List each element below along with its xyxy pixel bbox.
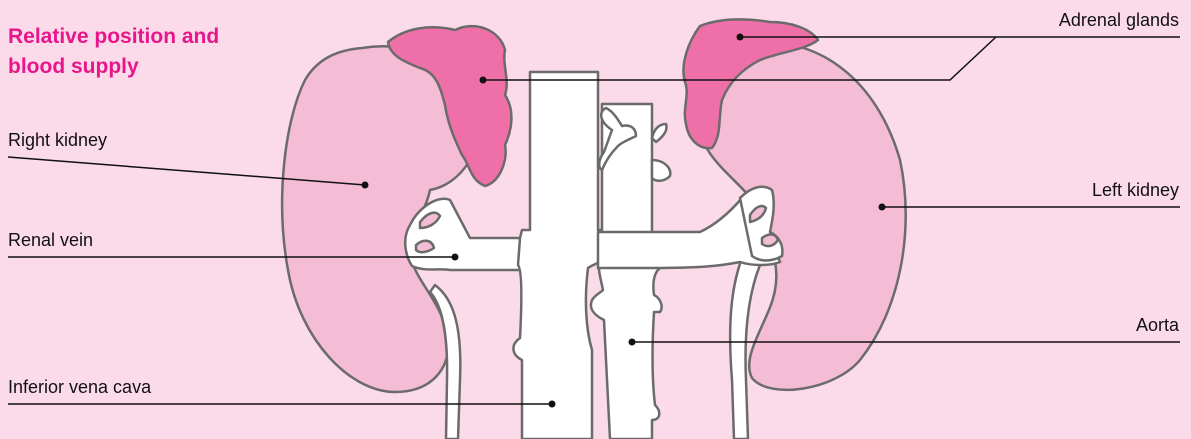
label-left-kidney: Left kidney bbox=[1092, 179, 1179, 201]
left-hilum-inner-2 bbox=[762, 234, 778, 246]
dot-renal-vein bbox=[452, 254, 459, 261]
dot-left-adrenal bbox=[737, 34, 744, 41]
right-hilum-inner-2 bbox=[416, 241, 434, 252]
dot-right-adrenal bbox=[480, 77, 487, 84]
dot-left-kidney bbox=[879, 204, 886, 211]
aorta-side-branch bbox=[652, 160, 670, 181]
label-adrenal-glands: Adrenal glands bbox=[1059, 9, 1179, 31]
dot-right-kidney bbox=[362, 182, 369, 189]
title-line-2: blood supply bbox=[8, 52, 219, 82]
label-aorta: Aorta bbox=[1136, 314, 1179, 336]
label-renal-vein: Renal vein bbox=[8, 229, 93, 251]
inferior-vena-cava-shape bbox=[513, 72, 605, 439]
dot-inferior-vena-cava bbox=[549, 401, 556, 408]
diagram-title: Relative position and blood supply bbox=[8, 22, 219, 82]
dot-aorta bbox=[629, 339, 636, 346]
aorta-top-branch bbox=[652, 124, 667, 142]
title-line-1: Relative position and bbox=[8, 22, 219, 52]
label-inferior-vena-cava: Inferior vena cava bbox=[8, 376, 151, 398]
right-renal-vein-branches bbox=[405, 199, 520, 270]
label-right-kidney: Right kidney bbox=[8, 129, 107, 151]
